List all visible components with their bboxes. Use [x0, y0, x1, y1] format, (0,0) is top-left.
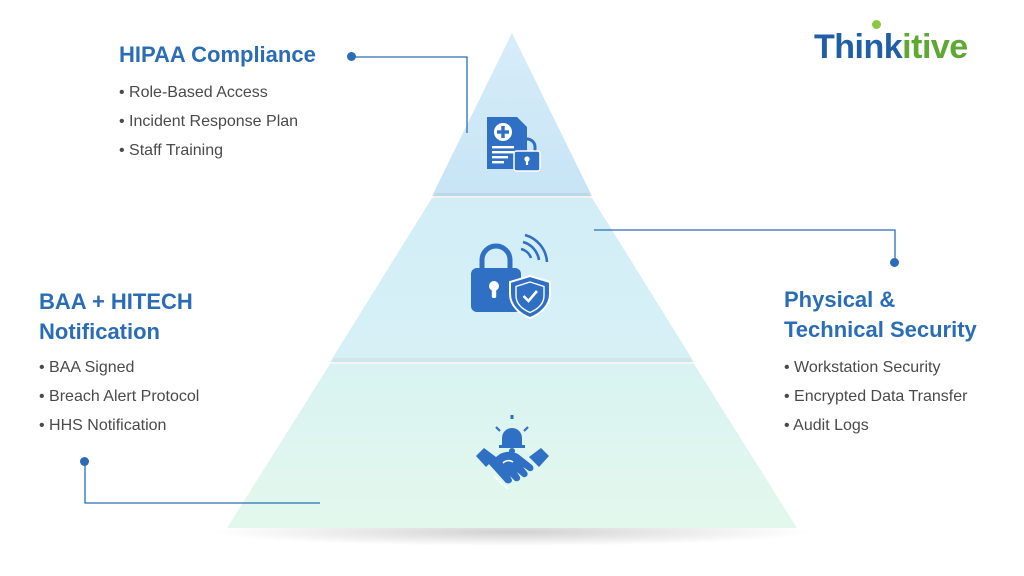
section-physical-list: Workstation Security Encrypted Data Tran…	[784, 353, 977, 440]
connector-physical	[594, 229, 896, 262]
logo-dot-icon	[872, 20, 881, 29]
list-item: Encrypted Data Transfer	[784, 382, 977, 411]
section-hipaa-list: Role-Based Access Incident Response Plan…	[119, 78, 316, 165]
tier-divider-upper	[432, 193, 592, 198]
list-item: Breach Alert Protocol	[39, 382, 199, 411]
section-physical: Physical & Technical Security Workstatio…	[784, 285, 977, 440]
padlock-shield-wireless-icon	[471, 233, 551, 320]
section-baa-list: BAA Signed Breach Alert Protocol HHS Not…	[39, 353, 199, 440]
connector-dot-physical	[890, 258, 899, 267]
list-item: Audit Logs	[784, 411, 977, 440]
connector-baa	[84, 462, 320, 504]
connector-dot-baa	[80, 457, 89, 466]
section-baa-title-line2: Notification	[39, 319, 160, 344]
list-item: Staff Training	[119, 136, 316, 165]
section-hipaa: HIPAA Compliance Role-Based Access Incid…	[119, 40, 316, 165]
connector-dot-hipaa	[347, 52, 356, 61]
section-physical-title-line2: Technical Security	[784, 317, 977, 342]
brand-logo: Thinkitive	[814, 24, 968, 70]
section-baa: BAA + HITECH Notification BAA Signed Bre…	[39, 287, 199, 440]
handshake-bell-icon	[476, 415, 549, 490]
tier-divider-lower	[330, 358, 694, 364]
list-item: Role-Based Access	[119, 78, 316, 107]
list-item: HHS Notification	[39, 411, 199, 440]
medical-document-lock-icon	[487, 117, 541, 172]
section-physical-title-line1: Physical &	[784, 287, 896, 312]
logo-text-part2: itive	[902, 28, 968, 66]
logo-text-part1: Think	[814, 28, 903, 66]
section-hipaa-title: HIPAA Compliance	[119, 42, 316, 67]
pyramid-tier-top	[432, 33, 592, 196]
list-item: BAA Signed	[39, 353, 199, 382]
list-item: Incident Response Plan	[119, 107, 316, 136]
section-baa-title-line1: BAA + HITECH	[39, 289, 193, 314]
list-item: Workstation Security	[784, 353, 977, 382]
connector-hipaa	[352, 56, 468, 133]
